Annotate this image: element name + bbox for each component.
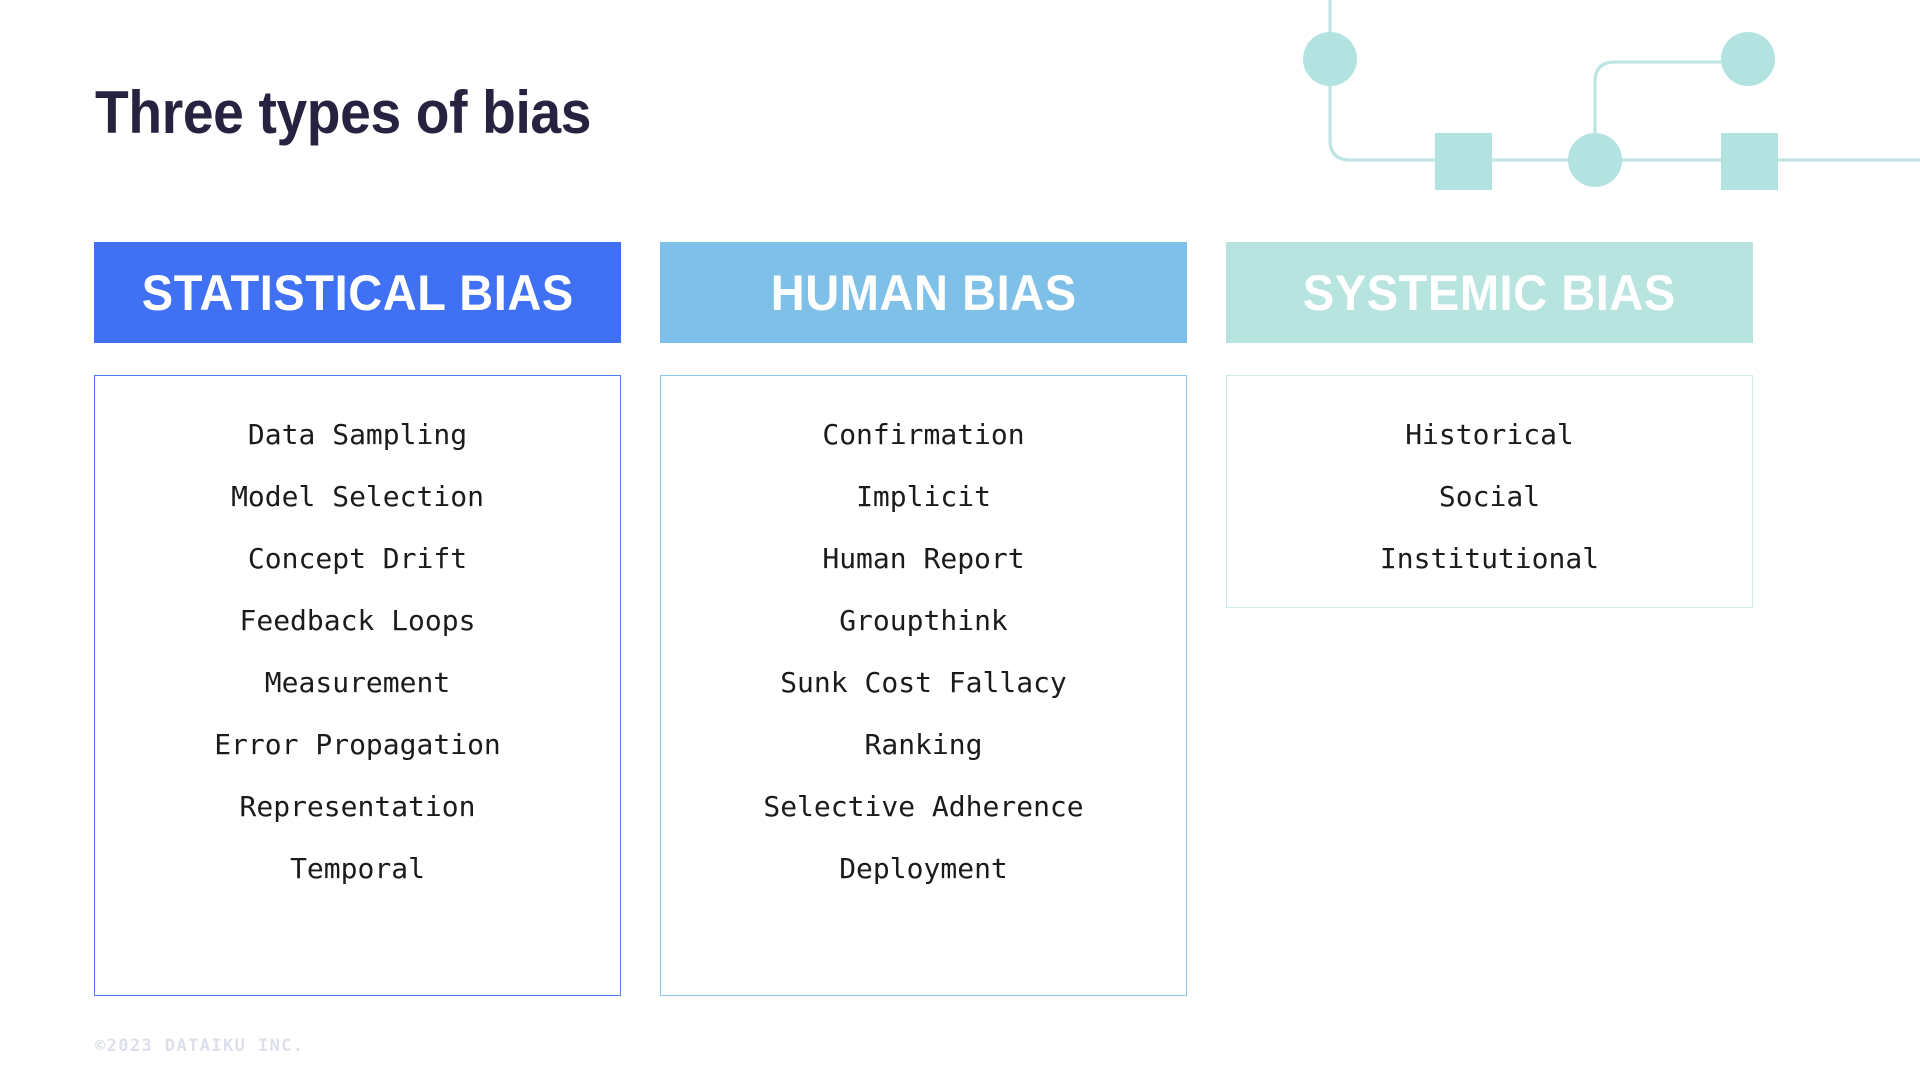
deco-line-elbow-right (1593, 60, 1722, 162)
list-item[interactable]: Temporal (290, 852, 425, 885)
list-item[interactable]: Ranking (864, 728, 983, 761)
list-item[interactable]: Data Sampling (247, 418, 468, 451)
deco-square-left (1435, 133, 1492, 190)
column-header-systemic[interactable]: SYSTEMIC BIAS (1226, 242, 1753, 343)
list-item[interactable]: Model Selection (231, 480, 484, 513)
deco-circle-top-right (1721, 32, 1775, 86)
column-header-human[interactable]: HUMAN BIAS (660, 242, 1187, 343)
deco-circle-bottom-middle (1568, 133, 1622, 187)
list-item[interactable]: Groupthink (839, 604, 1008, 637)
list-item[interactable]: Confirmation (822, 418, 1025, 451)
list-item[interactable]: Historical (1405, 418, 1574, 451)
list-item[interactable]: Error Propagation (214, 728, 501, 761)
column-header-label: STATISTICAL BIAS (141, 264, 574, 321)
list-item[interactable]: Feedback Loops (239, 604, 476, 637)
list-item[interactable]: Deployment (839, 852, 1008, 885)
list-item[interactable]: Social (1438, 480, 1541, 513)
deco-line-elbow-left (1328, 74, 1920, 162)
list-item[interactable]: Representation (239, 790, 476, 823)
list-item[interactable]: Implicit (856, 480, 991, 513)
list-item[interactable]: Institutional (1379, 542, 1600, 575)
list-item[interactable]: Human Report (822, 542, 1025, 575)
page-title: Three types of bias (95, 79, 592, 146)
column-header-label: SYSTEMIC BIAS (1303, 264, 1676, 321)
list-item[interactable]: Concept Drift (247, 542, 468, 575)
deco-connector-lines (1328, 0, 1920, 162)
list-item[interactable]: Selective Adherence (763, 790, 1084, 823)
deco-square-right (1721, 133, 1778, 190)
column-header-label: HUMAN BIAS (770, 264, 1077, 321)
copyright-footer: ©2023 DATAIKU INC. (95, 1036, 305, 1056)
flow-diagram-decoration (1303, 0, 1920, 190)
column-header-statistical[interactable]: STATISTICAL BIAS (94, 242, 621, 343)
list-item[interactable]: Measurement (264, 666, 451, 699)
deco-circle-top-left (1303, 32, 1357, 86)
list-item[interactable]: Sunk Cost Fallacy (780, 666, 1067, 699)
